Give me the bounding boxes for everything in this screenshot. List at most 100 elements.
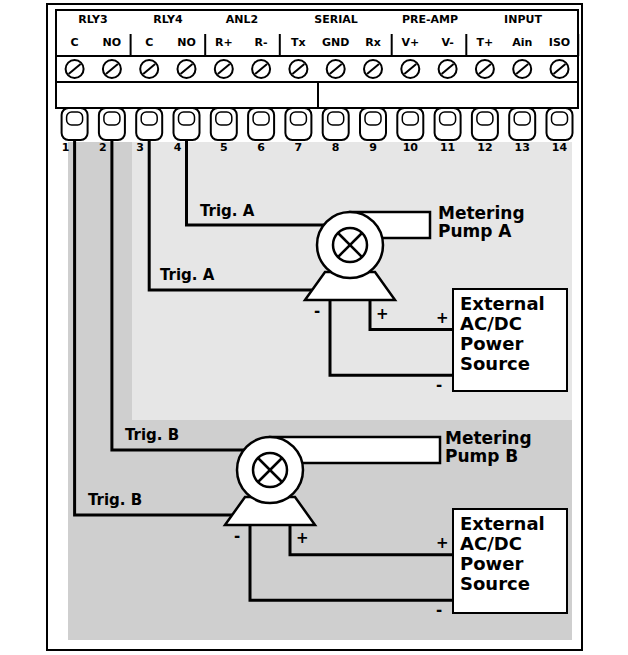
- metering-pump: Metering Pump A: [300, 210, 400, 300]
- pin-number: 4: [174, 142, 182, 155]
- figure-frame: [47, 4, 582, 650]
- terminal-body: [318, 82, 578, 108]
- socket-hole: [440, 112, 456, 125]
- terminal-socket: [248, 108, 274, 140]
- socket-hole: [477, 112, 493, 125]
- socket-hole: [141, 112, 157, 125]
- screw-slot: [181, 64, 193, 74]
- terminal-body: [56, 82, 318, 108]
- pump-housing: [317, 212, 383, 278]
- header-frame: [56, 10, 578, 56]
- power-wire: [250, 525, 452, 600]
- wire-label: Trig. B: [88, 492, 142, 509]
- power-wire: [330, 300, 452, 375]
- pin-name: T+: [477, 37, 494, 50]
- box-text: External AC/DC Power Source: [460, 294, 560, 375]
- terminal-screw: [476, 60, 494, 78]
- socket-hole: [179, 112, 195, 125]
- pin-number: 2: [99, 142, 107, 155]
- terminal-socket: [547, 108, 573, 140]
- terminal-socket: [99, 108, 125, 140]
- box-text: External AC/DC Power Source: [460, 514, 560, 595]
- pin-number: 5: [220, 142, 228, 155]
- group-header: INPUT: [504, 14, 542, 27]
- pump-label: Metering Pump A: [438, 204, 568, 241]
- metering-pump: Metering Pump B: [220, 435, 320, 525]
- screw-slot: [218, 64, 230, 74]
- group-tick: [279, 34, 281, 56]
- group-header: ANL2: [226, 14, 258, 27]
- screw-slot: [143, 64, 155, 74]
- terminal-socket: [509, 108, 535, 140]
- socket-hole: [290, 112, 306, 125]
- pin-number: 13: [515, 142, 530, 155]
- socket-hole: [552, 112, 568, 125]
- trigger-wire: [187, 140, 325, 225]
- pin-name: C: [71, 37, 79, 50]
- terminal-socket: [136, 108, 162, 140]
- pin-name: Tx: [291, 37, 306, 50]
- group-tick: [465, 34, 467, 56]
- pin-number: 8: [332, 142, 340, 155]
- pin-name: NO: [103, 37, 122, 50]
- trigger-wires: [75, 140, 324, 515]
- pump-rotor: [333, 228, 367, 262]
- pin-number: 11: [440, 142, 455, 155]
- polarity-mark: -: [314, 303, 320, 320]
- pin-name: Ain: [512, 37, 532, 50]
- group-tick: [130, 34, 132, 56]
- screw-slot: [516, 64, 528, 74]
- terminal-screw: [439, 60, 457, 78]
- pump-housing: [237, 437, 303, 503]
- terminal-socket: [62, 108, 88, 140]
- rotor-cross: [258, 458, 282, 482]
- polarity-mark: +: [296, 530, 309, 547]
- screw-slot: [255, 64, 267, 74]
- pin-name: NO: [177, 37, 196, 50]
- power-source-box: External AC/DC Power Source: [452, 508, 568, 614]
- trigger-wire: [112, 140, 244, 450]
- screw-slot: [479, 64, 491, 74]
- terminal-socket: [360, 108, 386, 140]
- polarity-mark: -: [436, 377, 442, 394]
- pin-number: 3: [136, 142, 144, 155]
- screw-band: [56, 56, 578, 82]
- pin-number: 6: [257, 142, 265, 155]
- pin-number: 7: [295, 142, 303, 155]
- group-header: SERIAL: [314, 14, 358, 27]
- socket-hole: [514, 112, 530, 125]
- group-tick: [55, 34, 57, 56]
- pump-rotor: [253, 453, 287, 487]
- group-header: RLY4: [153, 14, 182, 27]
- pump-a-panel: [132, 142, 572, 420]
- pin-name: Rx: [365, 37, 381, 50]
- terminal-socket: [397, 108, 423, 140]
- socket-hole: [253, 112, 269, 125]
- polarity-mark: +: [436, 310, 449, 327]
- screw-slot: [442, 64, 454, 74]
- wire-label: Trig. A: [200, 203, 254, 220]
- terminal-screw: [178, 60, 196, 78]
- pin-number: 1: [62, 142, 70, 155]
- pin-name: ISO: [549, 37, 570, 50]
- screw-slot: [69, 64, 81, 74]
- group-tick: [577, 34, 579, 56]
- pin-name: V-: [441, 37, 453, 50]
- screw-slot: [367, 64, 379, 74]
- socket-hole: [216, 112, 232, 125]
- terminal-screw: [401, 60, 419, 78]
- power-wire: [290, 525, 452, 555]
- group-header: PRE-AMP: [402, 14, 458, 27]
- pin-name: C: [145, 37, 153, 50]
- group-tick: [391, 34, 393, 56]
- pin-name: R+: [215, 37, 233, 50]
- group-header: RLY3: [78, 14, 107, 27]
- power-wire: [370, 300, 452, 330]
- terminal-screw: [551, 60, 569, 78]
- screw-slot: [554, 64, 566, 74]
- terminal-socket: [211, 108, 237, 140]
- terminal-screw: [215, 60, 233, 78]
- socket-hole: [328, 112, 344, 125]
- power-source-box: External AC/DC Power Source: [452, 288, 568, 392]
